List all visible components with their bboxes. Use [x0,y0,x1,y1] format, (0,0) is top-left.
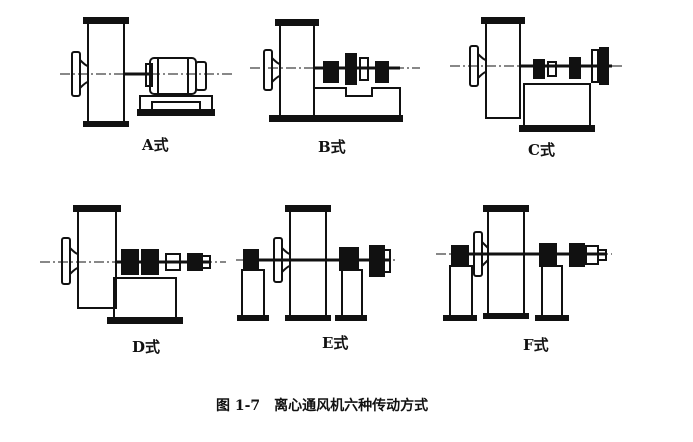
panel-c-label: C式 [528,141,555,159]
panel-a-drawing [60,17,232,127]
panel-e-drawing [236,205,398,321]
panel-f-drawing [436,205,612,321]
fan-housing [481,17,525,119]
fan-housing [483,205,529,319]
panel-d-label: D式 [132,338,160,356]
fan-inlet [263,49,281,91]
base [107,277,183,324]
fan-housing [73,205,121,309]
base [269,87,403,122]
fan-inlet [71,51,89,97]
panel-a-label: A式 [141,136,169,154]
panel-f-label: F式 [523,336,549,354]
panel-c-drawing [450,17,624,132]
fan-inlet [61,237,79,285]
fan-housing [285,205,331,321]
panel-b-drawing [250,19,420,122]
fan-housing [83,17,129,123]
fan-housing [275,19,319,121]
figure-caption: 图 1-7 离心通风机六种传动方式 [216,397,428,414]
panel-e-label: E式 [322,334,348,352]
base [137,95,215,116]
base [519,83,595,132]
panel-b-label: B式 [318,138,346,156]
panel-d-drawing [40,205,226,324]
motor [145,57,207,95]
left-pedestal [443,245,477,321]
fan-inlet [469,45,487,87]
